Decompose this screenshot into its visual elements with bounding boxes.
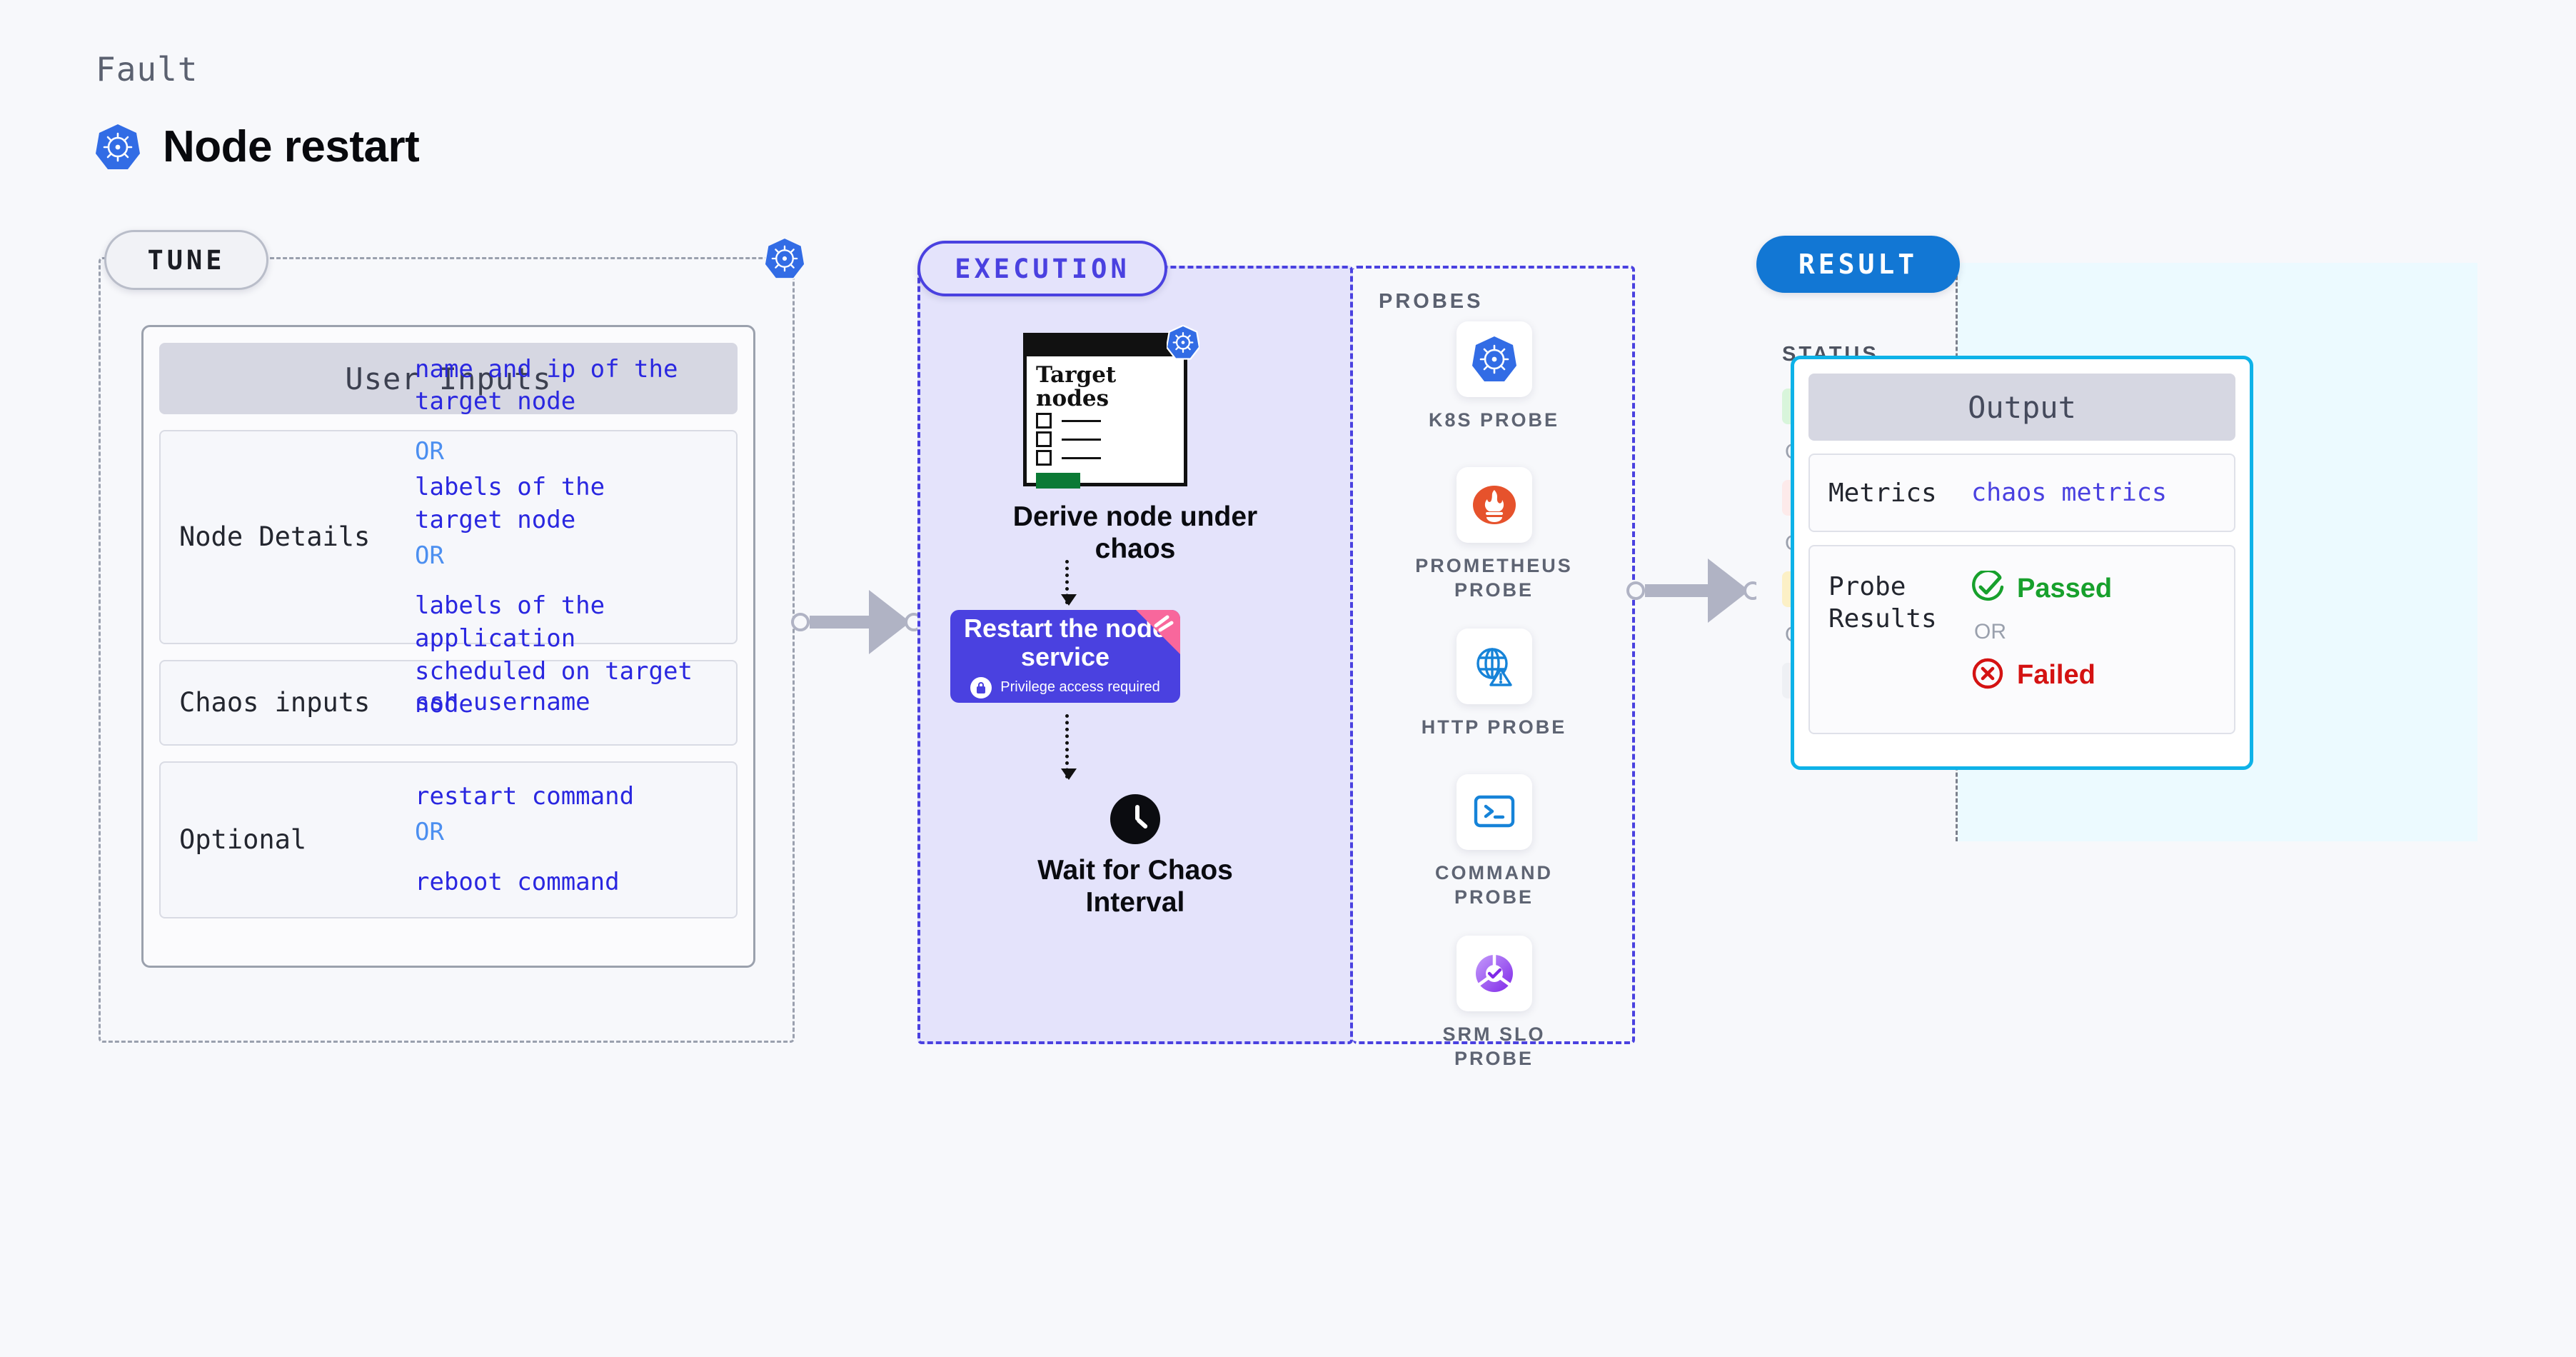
execution-panel: EXECUTION Target nodes Derive node bbox=[917, 241, 1353, 1044]
connector-execution-to-result bbox=[1626, 559, 1762, 623]
check-circle-icon bbox=[1971, 569, 2004, 607]
output-key: Probe Results bbox=[1828, 572, 1937, 634]
input-value: ssh username bbox=[415, 688, 590, 717]
probe-result-separator: OR bbox=[1974, 620, 2006, 644]
input-value: name and ip of the target node bbox=[415, 354, 678, 416]
connector-line bbox=[1645, 584, 1709, 597]
step-caption-wait: Wait for Chaos Interval bbox=[1037, 855, 1233, 918]
input-values: name and ip of the target node OR labels… bbox=[415, 354, 718, 721]
probe-item-srm-slo[interactable]: SRM SLO PROBE bbox=[1353, 936, 1635, 1071]
connector-dot bbox=[791, 613, 810, 631]
probe-result-failed: Failed bbox=[1971, 657, 2112, 693]
kubernetes-icon bbox=[96, 124, 140, 171]
card-titlebar bbox=[1027, 336, 1184, 356]
privilege-note-text: Privilege access required bbox=[1000, 679, 1160, 696]
probe-label: HTTP PROBE bbox=[1421, 716, 1567, 738]
input-key: Node Details bbox=[179, 521, 371, 552]
connector-tune-to-execution bbox=[791, 590, 923, 654]
terminal-icon bbox=[1456, 774, 1532, 850]
probes-label: PROBES bbox=[1379, 290, 1484, 313]
connector-dot bbox=[1626, 581, 1645, 600]
probe-label: PROMETHEUS PROBE bbox=[1415, 555, 1573, 601]
probes-panel: PROBES K8S PROBE bbox=[1353, 266, 1635, 1069]
result-pill: RESULT bbox=[1756, 236, 1960, 293]
failed-label: Failed bbox=[2017, 660, 2095, 690]
connector-arrow bbox=[1708, 559, 1749, 623]
flow-arrow bbox=[1061, 714, 1077, 780]
checkbox-icon bbox=[1036, 431, 1052, 448]
passed-label: Passed bbox=[2017, 574, 2113, 604]
output-key: Metrics bbox=[1828, 478, 1937, 508]
input-value: labels of the target node bbox=[415, 473, 605, 535]
probe-label: COMMAND PROBE bbox=[1435, 862, 1553, 908]
restart-node-service-card: Restart the node service Privilege acces… bbox=[950, 610, 1180, 703]
probe-results-values: Passed OR Failed bbox=[1971, 569, 2113, 693]
srm-slo-icon bbox=[1456, 936, 1532, 1011]
step-caption-derive: Derive node under chaos bbox=[1012, 501, 1258, 564]
prometheus-icon bbox=[1456, 467, 1532, 543]
input-value: reboot command bbox=[415, 867, 620, 896]
placeholder-line bbox=[1062, 456, 1101, 459]
tune-panel-border bbox=[99, 257, 795, 1043]
probe-item-command[interactable]: COMMAND PROBE bbox=[1353, 774, 1635, 910]
table-row: Optional restart command OR reboot comma… bbox=[159, 761, 738, 918]
probe-result-passed: Passed bbox=[1971, 569, 2113, 607]
fault-kicker: Fault bbox=[96, 50, 198, 89]
result-panel: RESULT STATUS COMPLETED OR ERRORED OR QU… bbox=[1756, 236, 2477, 841]
table-row: Metrics chaos metrics bbox=[1808, 454, 2235, 532]
output-title: Output bbox=[1808, 374, 2235, 441]
user-inputs-card: User Inputs Node Details name and ip of … bbox=[141, 325, 755, 968]
checkbox-icon bbox=[1036, 450, 1052, 466]
kubernetes-icon bbox=[1456, 321, 1532, 397]
placeholder-line bbox=[1062, 438, 1101, 441]
list-item bbox=[1027, 410, 1184, 429]
input-values: restart command OR reboot command bbox=[415, 781, 634, 899]
probe-item-prometheus[interactable]: PROMETHEUS PROBE bbox=[1353, 467, 1635, 603]
restart-card-title: Restart the node service bbox=[963, 614, 1167, 671]
input-value: labels of the application scheduled on t… bbox=[415, 591, 693, 718]
clock-icon bbox=[1110, 794, 1160, 844]
lock-icon bbox=[970, 676, 992, 698]
probe-item-http[interactable]: HTTP PROBE bbox=[1353, 629, 1635, 740]
connector-line bbox=[810, 616, 870, 629]
output-card: Output Metrics chaos metrics Probe Resul… bbox=[1791, 356, 2253, 770]
input-key: Optional bbox=[179, 823, 307, 855]
table-row: Chaos inputs ssh username bbox=[159, 660, 738, 746]
input-separator: OR bbox=[415, 818, 444, 847]
input-value: restart command bbox=[415, 782, 635, 811]
execution-pill: EXECUTION bbox=[917, 241, 1167, 296]
probe-label: SRM SLO PROBE bbox=[1442, 1023, 1546, 1069]
probe-label: K8S PROBE bbox=[1428, 409, 1560, 431]
target-nodes-title: Target nodes bbox=[1036, 362, 1117, 411]
page-title: Node restart bbox=[163, 122, 420, 171]
globe-warning-icon bbox=[1456, 629, 1532, 704]
fault-title-row: Node restart bbox=[96, 121, 420, 172]
list-item bbox=[1027, 447, 1184, 466]
kubernetes-icon bbox=[1165, 324, 1201, 364]
flow-arrow bbox=[1061, 560, 1077, 606]
input-separator: OR bbox=[415, 437, 444, 466]
connector-arrow bbox=[869, 590, 910, 654]
x-circle-icon bbox=[1971, 657, 2004, 693]
privilege-note: Privilege access required bbox=[970, 676, 1160, 698]
table-row: Probe Results Passed OR bbox=[1808, 545, 2235, 734]
progress-bar bbox=[1036, 473, 1080, 489]
table-row: Node Details name and ip of the target n… bbox=[159, 355, 738, 718]
target-nodes-card: Target nodes bbox=[1023, 324, 1201, 489]
user-inputs-title: User Inputs bbox=[159, 343, 738, 414]
input-key: Chaos inputs bbox=[179, 686, 371, 718]
output-value: chaos metrics bbox=[1971, 479, 2167, 507]
list-item bbox=[1027, 429, 1184, 448]
tune-panel: TUNE User Inputs Node Details name and i… bbox=[99, 230, 805, 1043]
placeholder-line bbox=[1062, 419, 1101, 422]
kubernetes-icon bbox=[764, 237, 805, 284]
checkbox-icon bbox=[1036, 413, 1052, 429]
input-separator: OR bbox=[415, 541, 444, 570]
input-values: ssh username bbox=[415, 686, 590, 719]
probe-item-k8s[interactable]: K8S PROBE bbox=[1353, 321, 1635, 433]
tune-pill: TUNE bbox=[104, 230, 268, 290]
